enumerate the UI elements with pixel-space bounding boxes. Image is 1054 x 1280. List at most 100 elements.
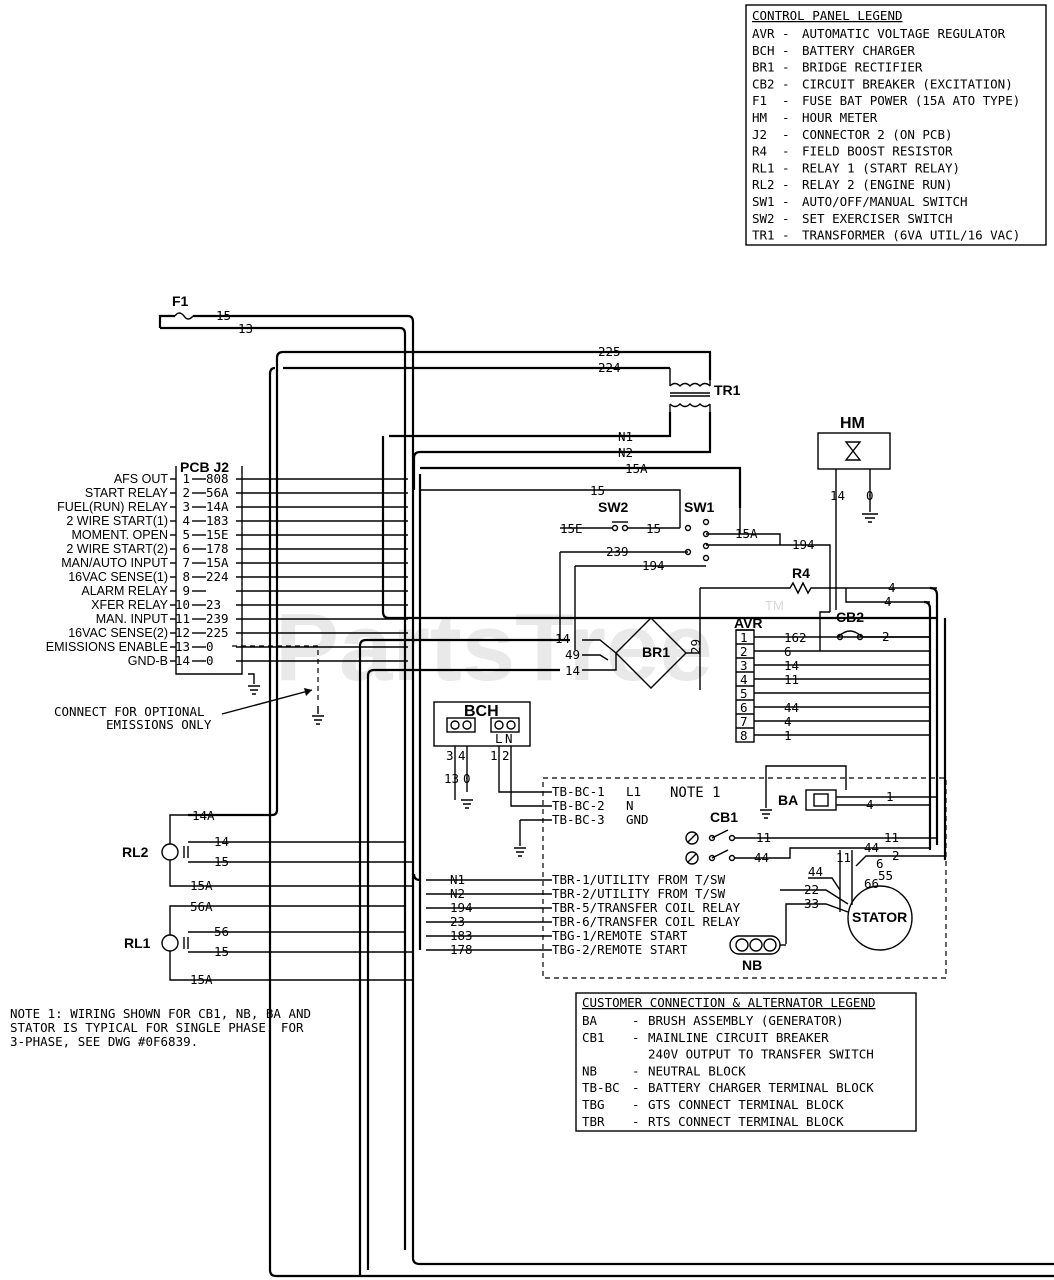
legend-dash: - — [632, 1013, 640, 1028]
tb-bc-sig: N — [626, 798, 634, 813]
legend-dash: - — [782, 43, 790, 58]
legend-dash: - — [782, 177, 790, 192]
tb-label: TBR-5/TRANSFER COIL RELAY — [552, 900, 741, 915]
legend-desc: SET EXERCISER SWITCH — [802, 211, 953, 226]
wire-label-st-11: 11 — [836, 850, 851, 865]
legend-dash: - — [782, 26, 790, 41]
legend-code: RL1 — [752, 160, 775, 175]
bch-pin-2: 2 — [502, 748, 510, 763]
transformer-tr1: TR1 — [669, 368, 741, 412]
pcb-pin-wire: 224 — [206, 569, 229, 584]
note1-text: NOTE 1: WIRING SHOWN FOR CB1, NB, BA AND… — [10, 1006, 311, 1049]
bch-pin-4: 4 — [458, 748, 466, 763]
legend-code: BCH — [752, 43, 775, 58]
rl1-label: RL1 — [124, 935, 151, 951]
legend-code: TR1 — [752, 228, 775, 243]
wire-label-15-sw2: 15 — [646, 521, 661, 536]
pcb-pin-label: AFS OUT — [114, 472, 169, 486]
legend-code: BA — [582, 1013, 598, 1028]
legend-dash: - — [632, 1097, 640, 1112]
wire-label-15e: 15E — [560, 521, 583, 536]
customer-connection-legend: CUSTOMER CONNECTION & ALTERNATOR LEGEND … — [575, 992, 917, 1132]
switch-wiring: 15A 15 15E SW2 15 SW1 15A 194 239 194 — [420, 461, 831, 650]
wire-label-15-sw: 15 — [590, 483, 605, 498]
pcb-pin-wire: 239 — [206, 611, 229, 626]
legend-dash: - — [782, 144, 790, 159]
pcb-pin-label: FUEL(RUN) RELAY — [57, 500, 169, 514]
wire-label-ba-4: 4 — [866, 797, 874, 812]
legend-desc: FIELD BOOST RESISTOR — [802, 144, 953, 159]
pcb-pin-wire: 23 — [206, 597, 221, 612]
wire-label-14-br: 14 — [555, 631, 570, 646]
avr-pin-num: 1 — [740, 630, 748, 645]
pcb-pin-label: 16VAC SENSE(2) — [68, 626, 168, 640]
note1-label: NOTE 1 — [670, 785, 721, 801]
pcb-pin-wire: 15E — [206, 527, 229, 542]
pcb-pin-label: 2 WIRE START(1) — [66, 514, 168, 528]
pcb-pin-wire: 0 — [206, 639, 214, 654]
pcb-pin-num: 14 — [175, 653, 190, 668]
avr-pin-num: 4 — [740, 672, 748, 687]
tb-bc-sig: L1 — [626, 784, 641, 799]
tb-wire-label: N2 — [450, 886, 465, 901]
legend-desc: HOUR METER — [802, 110, 878, 125]
tb-bc-label: TB-BC-3 — [552, 812, 605, 827]
legend-code: SW1 — [752, 194, 775, 209]
avr-pin-wire-label: 44 — [784, 700, 799, 715]
right-bus-b — [923, 600, 932, 850]
resistor-r4: R4 4 4 29 — [688, 565, 937, 690]
tb-bus — [412, 474, 422, 950]
legend-dash: - — [782, 127, 790, 142]
wire-label-st-6: 6 — [876, 856, 884, 871]
pcb-pin-wire: 225 — [206, 625, 229, 640]
tb-label: TBR-6/TRANSFER COIL RELAY — [552, 914, 741, 929]
legend-desc: RELAY 1 (START RELAY) — [802, 160, 960, 175]
pcb-pin-num: 5 — [182, 527, 190, 542]
bch-n: N — [505, 731, 513, 746]
wire-label-cb1-44: 44 — [754, 850, 769, 865]
pcb-title: PCB J2 — [180, 459, 229, 475]
wire-label-hm-14: 14 — [830, 488, 845, 503]
pcb-pin-label: GND-B — [128, 654, 168, 668]
wire-label-29: 29 — [688, 639, 703, 654]
legend-code: SW2 — [752, 211, 775, 226]
pcb-pin-num: 13 — [175, 639, 190, 654]
legend-dash: - — [632, 1114, 640, 1129]
avr-pin-wire-label: 4 — [784, 714, 792, 729]
pcb-pin-label: ALARM RELAY — [81, 584, 168, 598]
wire-label-49: 49 — [565, 647, 580, 662]
relay-rl2: RL2 14A 15A 14 15 — [122, 808, 413, 893]
wire-label-st-66: 66 — [864, 876, 879, 891]
wire-label-ba-1: 1 — [886, 789, 894, 804]
wire-label-rl1-56a: 56A — [190, 899, 213, 914]
wire-label-194-sw1: 194 — [792, 537, 815, 552]
pcb-pin-num: 2 — [182, 485, 190, 500]
pcb-pin-num: 12 — [175, 625, 190, 640]
legend-code: HM — [752, 110, 767, 125]
wire-label-4a: 4 — [888, 580, 896, 595]
legend-dash: - — [782, 194, 790, 209]
legend-code: TBG — [582, 1097, 605, 1112]
legend-desc: AUTOMATIC VOLTAGE REGULATOR — [802, 26, 1006, 41]
relay-rl1: RL1 56A 15A 56 15 — [124, 899, 413, 987]
legend-code: CB1 — [582, 1030, 605, 1045]
control-legend-title: CONTROL PANEL LEGEND — [752, 8, 903, 23]
legend-code: BR1 — [752, 60, 775, 75]
legend-code: J2 — [752, 127, 767, 142]
wire-label-rl2-15a: 15A — [190, 878, 213, 893]
avr-pin-num: 5 — [740, 686, 748, 701]
legend-code: RL2 — [752, 177, 775, 192]
tb-label: TBG-2/REMOTE START — [552, 942, 688, 957]
legend-dash: - — [782, 76, 790, 91]
legend-code: TBR — [582, 1114, 605, 1129]
sw2-label: SW2 — [598, 499, 629, 515]
wire-label-15a-top: 15A — [625, 461, 648, 476]
tb-wire-label: N1 — [450, 872, 465, 887]
wire-label-rl2-14: 14 — [214, 834, 229, 849]
legend-desc: RELAY 2 (ENGINE RUN) — [802, 177, 953, 192]
pcb-pin-label: START RELAY — [85, 486, 169, 500]
pcb-pin-wire: 178 — [206, 541, 229, 556]
